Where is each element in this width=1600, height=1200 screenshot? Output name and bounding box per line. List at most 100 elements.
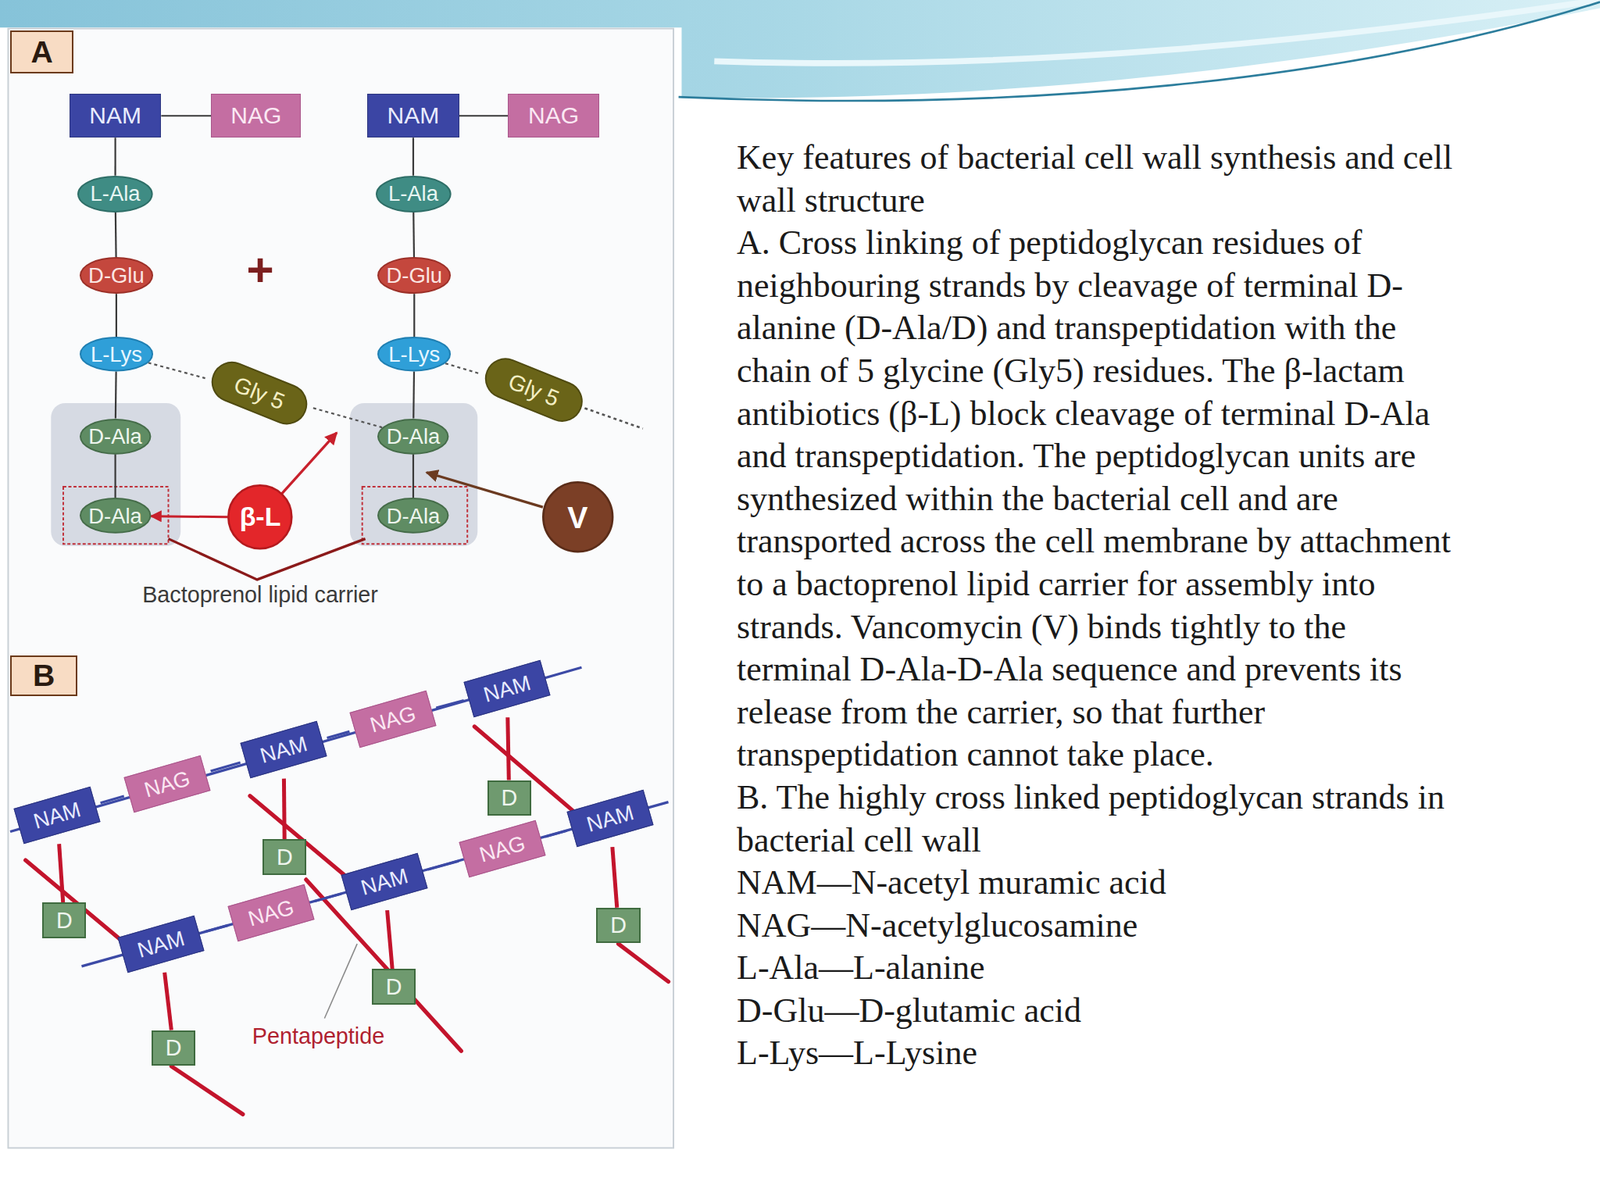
d-ala-box-text: D [385,975,403,999]
l-lys-ellipse: L-Lys [377,336,451,372]
beta-lactam-circle-shape [228,485,293,550]
l-ala-ellipse-shape [78,176,153,212]
nag-box: NAG [507,93,599,138]
l-lys-ellipse: L-Lys [79,336,154,372]
nag-box-text: NAG [230,103,282,128]
figure-panel [7,28,674,1149]
pentapeptide-link [164,972,172,1031]
pentapeptide-link [612,846,618,908]
d-ala-ellipse: D-Ala [377,418,449,455]
vancomycin-circle-shape [542,482,613,553]
d-glu-ellipse: D-Glu [79,257,154,294]
cross-link [618,943,669,982]
d-ala-box-text: D [56,909,73,933]
nag-box-text: NAG [142,767,193,801]
d-glu-ellipse: D-Glu [377,257,451,294]
d-ala-ellipse-text: D-Ala [88,505,143,527]
d-ala-box-text: D [165,1036,183,1060]
dipeptide-highlight [350,403,478,547]
inhibition-arrow [150,516,228,518]
bond-line [445,363,479,374]
d-ala-box: D [371,968,416,1005]
nag-box-text: NAG [528,103,579,128]
beta-lactam-arrow [281,432,337,494]
bond-line [115,293,118,337]
vancomycin-circle-text: V [567,502,588,533]
bond-line [148,362,206,379]
bond-line [314,893,342,902]
bond-line [412,212,415,258]
dipeptide-highlight [50,403,181,547]
caption-text-block: Key features of bacterial cell wall synt… [736,136,1464,1075]
wave-line [678,2,1600,101]
cross-link [250,796,358,886]
bond-line [412,371,415,418]
nam-box: NAM [69,93,162,138]
nam-box-text: NAM [89,103,142,128]
glycine-tail [584,407,643,429]
d-ala-box-text: D [610,914,627,937]
bond-line [459,114,509,117]
vancomycin-circle: V [542,481,614,553]
leader-line [324,943,358,1018]
glycine-bridge-shape [206,356,313,430]
nam-box-text: NAM [257,732,310,767]
nag-box-text: NAG [246,896,297,931]
legend-paragraph: A. Cross linking of peptidoglycan residu… [736,221,1464,777]
l-lys-ellipse-text: L-Lys [90,343,143,365]
bond-line [428,860,459,870]
nam-box: NAM [367,93,460,138]
panel-letter-text: A [30,36,53,68]
nam-box-text: NAM [358,864,411,899]
d-ala-box-text: D [500,786,518,810]
bond-line [413,293,415,337]
bond-line [313,407,383,428]
d-ala-ellipse-shape [378,498,448,533]
nag-box-text: NAG [476,832,528,866]
d-ala-ellipse-text: D-Ala [88,425,143,447]
abbreviation-line: D-Glu—D-glutamic acid [736,989,1464,1033]
glycine-bridge-shape [479,353,588,428]
d-ala-ellipse: D-Ala [377,497,449,534]
d-ala-box-text: D [276,846,293,869]
carrier-dashed-box [63,486,169,544]
d-ala-ellipse-text: D-Ala [386,425,441,447]
nam-box-text: NAM [387,103,440,128]
nam-box-text: NAM [31,798,83,833]
d-ala-ellipse: D-Ala [79,418,151,455]
nam-box-text: NAM [584,801,636,836]
d-ala-ellipse-shape [80,498,150,533]
pentapeptide-label: Pentapeptide [252,1024,385,1047]
abbreviation-line: L-Lys—L-Lysine [736,1032,1464,1075]
bond-line [114,212,118,258]
d-ala-box: D [487,780,532,817]
pentapeptide-link [282,778,287,840]
pentapeptide-link [387,910,393,969]
d-ala-ellipse-shape [80,418,150,454]
bond-line [545,830,568,837]
beta-lactam-circle: β-L [227,484,293,550]
l-lys-ellipse-shape [80,337,153,371]
plus-sign: + [246,246,275,294]
vancomycin-arrow [426,472,543,508]
bond-line [412,137,415,175]
nam-box-text: NAM [481,671,533,706]
d-ala-ellipse-shape [378,418,448,454]
pentapeptide-link [59,843,64,903]
l-ala-ellipse-shape [376,176,451,212]
abbreviation-line: NAG—N-acetylglucosamine [736,904,1464,948]
l-ala-ellipse: L-Ala [375,175,452,213]
d-ala-box: D [596,907,640,944]
carrier-label: Bactoprenol lipid carrier [142,583,379,607]
d-ala-box: D [262,839,307,875]
abbreviation-line: L-Ala—L-alanine [736,946,1464,990]
pentapeptide-link [507,717,509,780]
d-ala-box: D [42,902,86,939]
bond-line [412,453,415,498]
l-lys-ellipse-shape [378,337,450,371]
l-lys-ellipse-text: L-Lys [388,343,440,365]
bond-line [114,453,116,498]
bond-line [435,700,464,708]
bond-line [114,371,118,418]
carrier-dashed-box [362,486,468,544]
